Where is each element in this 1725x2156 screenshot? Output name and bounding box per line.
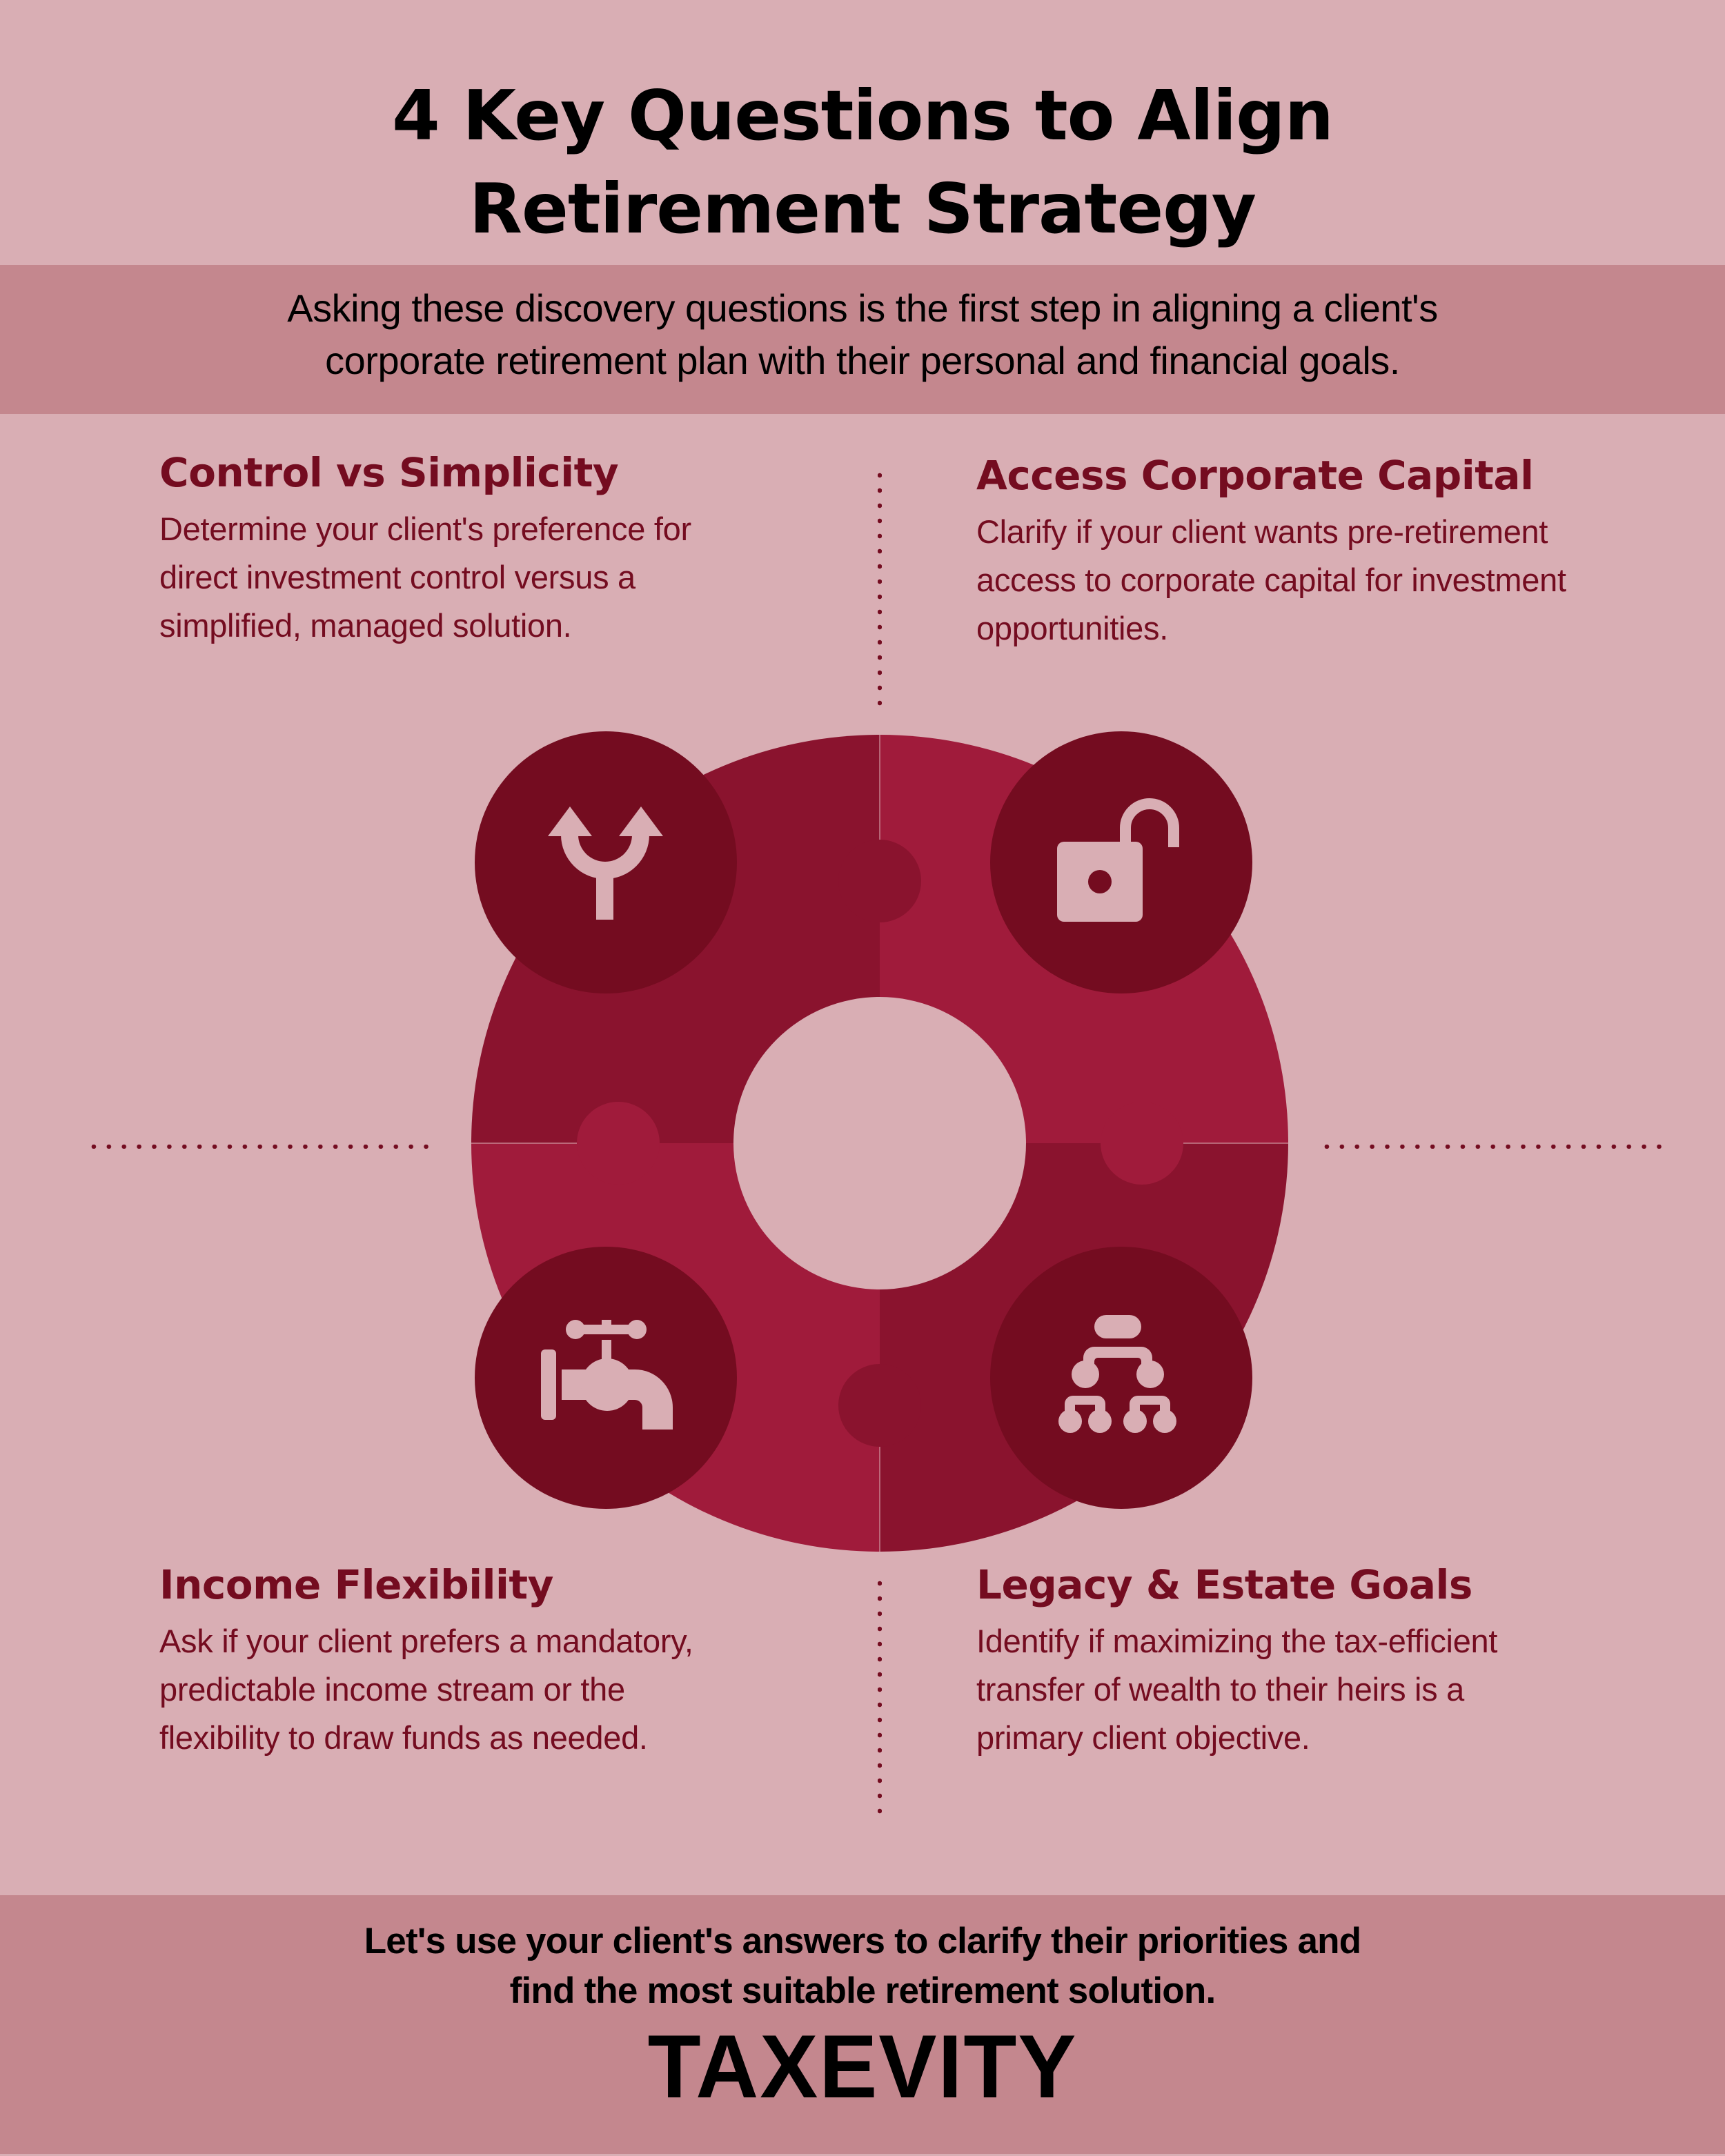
intro-line-2: corporate retirement plan with their per… (325, 339, 1400, 382)
description-line: primary client objective. (976, 1719, 1310, 1756)
puzzle-center-hole (733, 997, 1026, 1289)
intro-text: Asking these discovery questions is the … (172, 282, 1552, 387)
description-line: Identify if maximizing the tax-efficient (976, 1623, 1498, 1659)
cta-line-2: find the most suitable retirement soluti… (509, 1970, 1216, 2011)
page-title: 4 Key Questions to Align Retirement Stra… (0, 69, 1725, 255)
question-description: Ask if your client prefers a mandatory, … (159, 1617, 822, 1762)
description-line: Ask if your client prefers a mandatory, (159, 1623, 693, 1659)
description-line: access to corporate capital for investme… (976, 562, 1566, 598)
unlocked-padlock-icon (1057, 798, 1179, 922)
question-description: Identify if maximizing the tax-efficient… (976, 1617, 1639, 1762)
cta-line-1: Let's use your client's answers to clari… (364, 1921, 1361, 1961)
dotted-divider-bottom (878, 1576, 882, 1823)
description-line: Determine your client's preference for (159, 511, 691, 547)
puzzle-tab (838, 840, 921, 922)
question-description: Clarify if your client wants pre-retirem… (976, 508, 1639, 653)
title-line-1: 4 Key Questions to Align (392, 75, 1334, 156)
question-card-income-flexibility: Income Flexibility Ask if your client pr… (159, 1561, 822, 1762)
description-line: predictable income stream or the (159, 1671, 625, 1708)
puzzle-tab (838, 1364, 921, 1447)
puzzle-tab (577, 1102, 660, 1185)
question-heading: Income Flexibility (159, 1561, 553, 1608)
description-line: transfer of wealth to their heirs is a (976, 1671, 1464, 1708)
intro-line-1: Asking these discovery questions is the … (287, 286, 1438, 330)
question-heading: Legacy & Estate Goals (976, 1561, 1472, 1608)
brand-logo: TAXEVITY (0, 2016, 1725, 2117)
title-line-2: Retirement Strategy (469, 168, 1256, 249)
hierarchy-tree-icon (1058, 1315, 1176, 1433)
icon-badge-income (475, 1247, 737, 1509)
brand-wordmark: TAXEVITY (647, 2016, 1078, 2117)
dotted-divider-left (86, 1145, 438, 1149)
question-card-access-corporate-capital: Access Corporate Capital Clarify if your… (976, 451, 1639, 653)
description-line: direct investment control versus a (159, 559, 635, 595)
intro-band (0, 265, 1725, 414)
question-description: Determine your client's preference for d… (159, 505, 822, 650)
split-arrow-icon (548, 807, 663, 920)
description-line: opportunities. (976, 610, 1168, 646)
dotted-divider-right (1319, 1145, 1671, 1149)
question-card-control-vs-simplicity: Control vs Simplicity Determine your cli… (159, 448, 822, 650)
icon-badge-control (475, 731, 737, 993)
description-line: flexibility to draw funds as needed. (159, 1719, 648, 1756)
footer-band (0, 1895, 1725, 2154)
icon-badge-legacy (990, 1247, 1252, 1509)
puzzle-tab (1101, 1102, 1183, 1185)
question-card-legacy-estate-goals: Legacy & Estate Goals Identify if maximi… (976, 1561, 1639, 1762)
description-line: simplified, managed solution. (159, 607, 572, 644)
dotted-divider-top (878, 468, 882, 715)
icon-badge-access (990, 731, 1252, 993)
faucet-icon (541, 1320, 673, 1430)
description-line: Clarify if your client wants pre-retirem… (976, 513, 1548, 550)
question-heading: Access Corporate Capital (976, 452, 1534, 499)
question-heading: Control vs Simplicity (159, 449, 619, 496)
footer-call-to-action: Let's use your client's answers to clari… (172, 1917, 1552, 2016)
